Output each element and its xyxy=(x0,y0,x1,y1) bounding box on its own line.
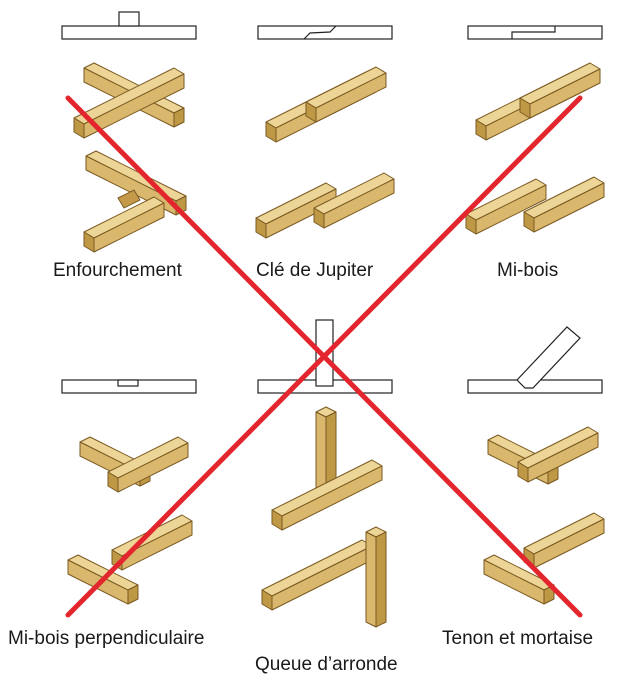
illustration-mi-bois-perpendiculaire-assembled xyxy=(79,436,189,493)
cross-stroke-ascending xyxy=(65,95,583,618)
label-enfourchement: Enfourchement xyxy=(53,260,183,281)
label-tenon-et-mortaise: Tenon et mortaise xyxy=(442,628,593,649)
schematic-mi-bois-perpendiculaire xyxy=(61,379,197,394)
illustration-queue-daronde-exploded xyxy=(261,526,387,628)
red-cross-mark xyxy=(65,95,583,618)
illustration-enfourchement-exploded xyxy=(83,150,187,253)
label-mi-bois-perpendiculaire: Mi-bois perpendiculaire xyxy=(8,628,204,649)
illustration-enfourchement-assembled xyxy=(73,62,185,139)
schematic-cle-de-jupiter xyxy=(257,25,393,40)
label-mi-bois: Mi-bois xyxy=(497,260,558,281)
schematic-mi-bois xyxy=(467,25,603,40)
illustration-queue-daronde-assembled xyxy=(271,406,383,531)
illustration-tenon-et-mortaise-exploded xyxy=(483,512,605,605)
illustration-cle-de-jupiter-assembled xyxy=(265,66,387,143)
label-cle-de-jupiter: Clé de Jupiter xyxy=(256,260,374,281)
illustration-cle-de-jupiter-exploded xyxy=(255,172,395,239)
label-queue-daronde: Queue d’arronde xyxy=(255,654,398,675)
illustration-mi-bois-exploded xyxy=(465,176,605,235)
illustration-tenon-et-mortaise-assembled xyxy=(487,426,599,485)
schematic-enfourchement xyxy=(61,11,197,40)
schematic-tenon-et-mortaise xyxy=(467,326,603,394)
illustration-mi-bois-perpendiculaire-exploded xyxy=(67,514,193,605)
illustration-mi-bois-assembled xyxy=(475,62,601,141)
